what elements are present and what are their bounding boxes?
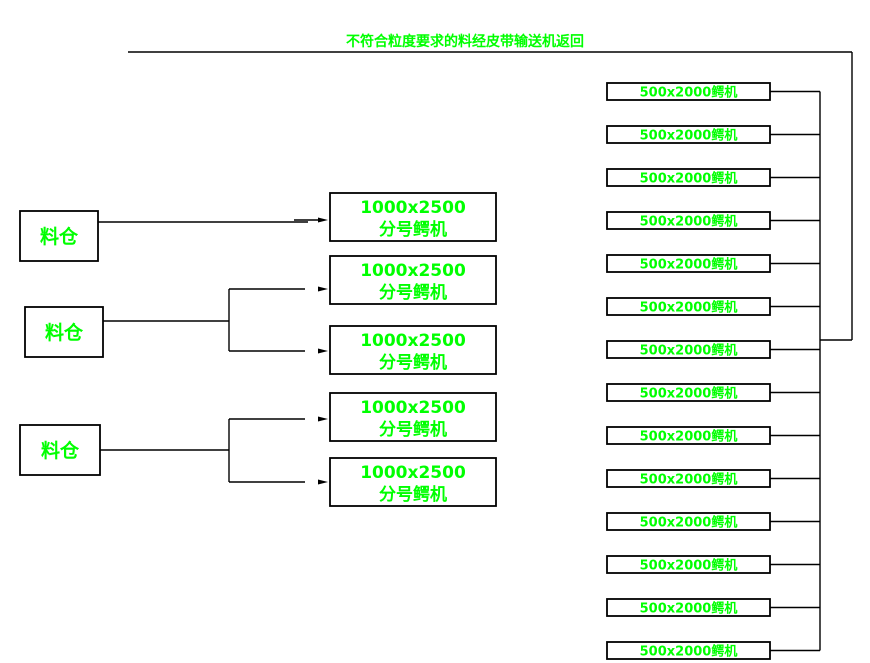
crusher-500x2000-label: 500x2000鳄机 (640, 128, 738, 144)
equipment-boxes: 料仓料仓料仓1000x2500分号鳄机1000x2500分号鳄机1000x250… (19, 82, 771, 660)
crusher-500x2000-label: 500x2000鳄机 (640, 429, 738, 445)
bin-box (19, 424, 101, 476)
bin-label: 料仓 (45, 321, 84, 344)
bin-box (19, 210, 99, 262)
arrow (318, 416, 328, 422)
crusher-500x2000-label: 500x2000鳄机 (640, 601, 738, 617)
crusher-name-label: 分号鳄机 (379, 219, 447, 240)
crusher-name-label: 分号鳄机 (379, 352, 447, 373)
bin-box (24, 306, 104, 358)
arrow (318, 479, 328, 485)
crusher-size-label: 1000x2500 (360, 463, 466, 483)
crusher-500x2000-label: 500x2000鳄机 (640, 472, 738, 488)
crusher-500x2000-label: 500x2000鳄机 (640, 257, 738, 273)
crusher-500x2000-label: 500x2000鳄机 (640, 343, 738, 359)
crusher-500x2000-box (606, 598, 771, 617)
crusher-1000x2500-box (329, 457, 497, 507)
arrow (318, 217, 328, 223)
crusher-500x2000-box (606, 211, 771, 230)
crusher-500x2000-label: 500x2000鳄机 (640, 386, 738, 402)
crusher-500x2000-label: 500x2000鳄机 (640, 515, 738, 531)
arrow (318, 286, 328, 292)
crusher-size-label: 1000x2500 (360, 331, 466, 351)
crusher-name-label: 分号鳄机 (379, 419, 447, 440)
crusher-500x2000-box (606, 125, 771, 144)
crusher-size-label: 1000x2500 (360, 398, 466, 418)
bin-label: 料仓 (40, 225, 79, 248)
crusher-500x2000-box (606, 297, 771, 316)
arrow (318, 348, 328, 354)
crusher-1000x2500-box (329, 325, 497, 375)
crusher-name-label: 分号鳄机 (379, 484, 447, 505)
crusher-500x2000-box (606, 82, 771, 101)
crusher-500x2000-box (606, 383, 771, 402)
crusher-500x2000-box (606, 168, 771, 187)
crusher-500x2000-label: 500x2000鳄机 (640, 300, 738, 316)
crusher-500x2000-box (606, 340, 771, 359)
connector-lines (98, 51, 853, 652)
crusher-500x2000-label: 500x2000鳄机 (640, 558, 738, 574)
crusher-size-label: 1000x2500 (360, 198, 466, 218)
crusher-500x2000-box (606, 426, 771, 445)
crusher-500x2000-box (606, 555, 771, 574)
crusher-500x2000-box (606, 641, 771, 660)
crusher-500x2000-label: 500x2000鳄机 (640, 85, 738, 101)
return-conveyor-title: 不符合粒度要求的料经皮带输送机返回 (346, 33, 584, 50)
crusher-500x2000-box (606, 469, 771, 488)
crusher-500x2000-box (606, 254, 771, 273)
crusher-500x2000-label: 500x2000鳄机 (640, 644, 738, 660)
crusher-1000x2500-box (329, 255, 497, 305)
crusher-name-label: 分号鳄机 (379, 282, 447, 303)
crusher-500x2000-label: 500x2000鳄机 (640, 214, 738, 230)
crusher-1000x2500-box (329, 192, 497, 242)
crusher-500x2000-label: 500x2000鳄机 (640, 171, 738, 187)
crusher-500x2000-box (606, 512, 771, 531)
crusher-1000x2500-box (329, 392, 497, 442)
crusher-size-label: 1000x2500 (360, 261, 466, 281)
bin-label: 料仓 (41, 439, 80, 462)
